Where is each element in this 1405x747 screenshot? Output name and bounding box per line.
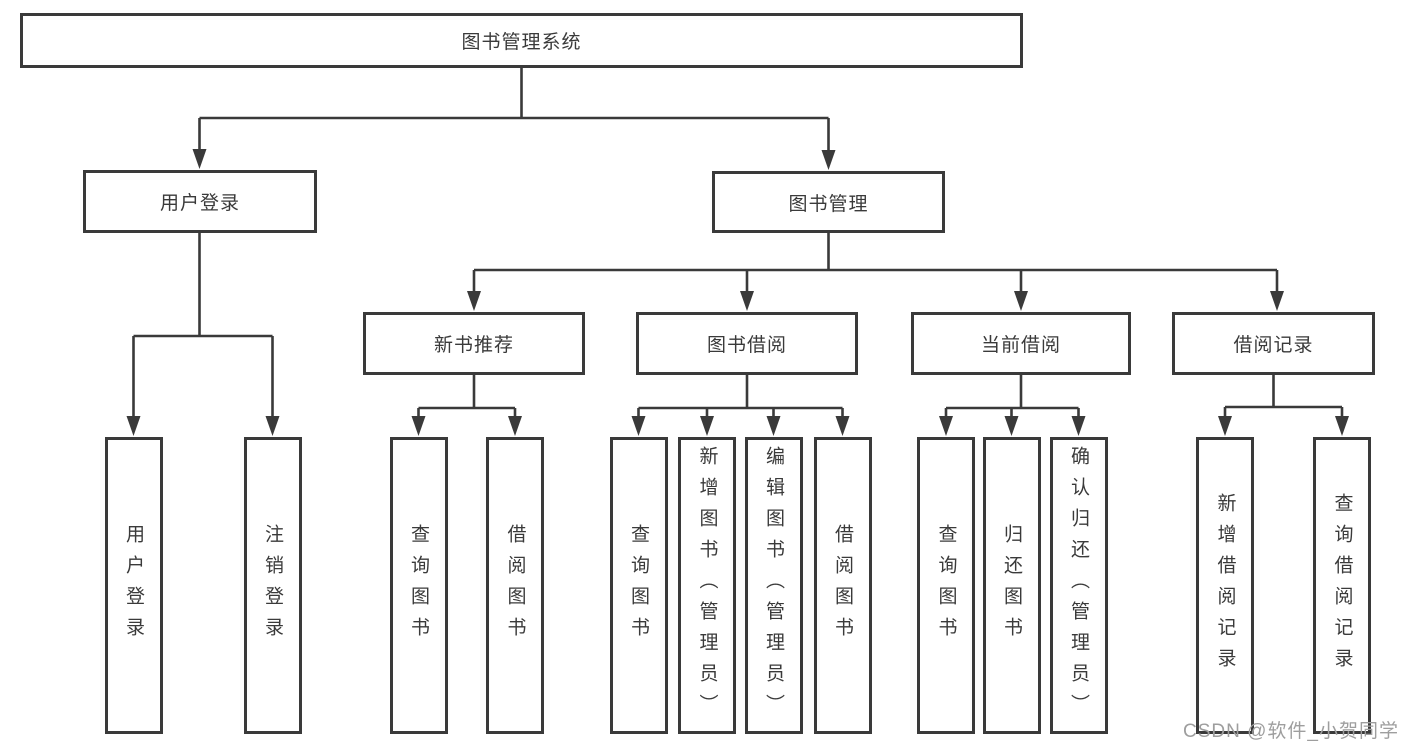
- node-new-book-recommend-label: 新书推荐: [433, 335, 514, 356]
- leaf-current-confirm-return-admin: 确认归还（管理员）: [1049, 437, 1108, 734]
- leaf-borrow-edit-books-admin: 编辑图书（管理员）: [744, 437, 803, 734]
- node-book-borrow: 图书借阅: [636, 312, 858, 375]
- node-book-management-label: 图书管理: [788, 193, 869, 215]
- node-book-borrow-label: 图书借阅: [706, 335, 787, 356]
- leaf-recommend-borrow-books: 借阅图书: [486, 437, 544, 734]
- leaf-current-return-books-label: 归还图书: [1001, 523, 1022, 648]
- leaf-borrow-query-books-label: 查询图书: [628, 523, 649, 648]
- node-library-management-system-label: 图书管理系统: [461, 32, 582, 53]
- connector-paths: [132, 68, 1344, 418]
- leaf-borrow-borrow-books: 借阅图书: [813, 437, 872, 734]
- node-borrow-records: 借阅记录: [1172, 312, 1375, 375]
- leaf-user-login-label: 用户登录: [123, 523, 144, 648]
- leaf-user-login: 用户登录: [104, 437, 163, 734]
- node-new-book-recommend: 新书推荐: [363, 312, 585, 375]
- leaf-borrow-borrow-books-label: 借阅图书: [832, 523, 853, 648]
- node-user-login-label: 用户登录: [159, 193, 240, 214]
- leaf-borrow-edit-books-admin-label: 编辑图书（管理员）: [763, 446, 784, 725]
- node-library-management-system: 图书管理系统: [20, 13, 1023, 68]
- arrowheads: [126, 149, 1349, 436]
- leaf-borrow-query-books: 查询图书: [609, 437, 668, 734]
- csdn-watermark: CSDN @软件_小贺同学: [1183, 721, 1399, 742]
- leaf-current-query-books-label: 查询图书: [935, 523, 957, 648]
- leaf-borrow-add-books-admin: 新增图书（管理员）: [678, 437, 736, 734]
- leaf-current-confirm-return-admin-label: 确认归还（管理员）: [1068, 446, 1089, 725]
- leaf-recommend-query-books-label: 查询图书: [408, 523, 429, 648]
- node-borrow-records-label: 借阅记录: [1233, 335, 1314, 356]
- leaf-recommend-borrow-books-label: 借阅图书: [504, 523, 526, 648]
- leaf-records-add-record: 新增借阅记录: [1196, 437, 1254, 734]
- node-current-borrow-label: 当前借阅: [980, 335, 1061, 356]
- leaf-current-query-books: 查询图书: [917, 437, 975, 734]
- node-user-login: 用户登录: [83, 170, 317, 233]
- leaf-logout: 注销登录: [243, 437, 302, 734]
- leaf-current-return-books: 归还图书: [982, 437, 1041, 734]
- leaf-records-add-record-label: 新增借阅记录: [1214, 492, 1236, 679]
- leaf-recommend-query-books: 查询图书: [389, 437, 448, 734]
- leaf-logout-label: 注销登录: [262, 523, 283, 648]
- leaf-records-query-record-label: 查询借阅记录: [1331, 492, 1353, 679]
- node-book-management: 图书管理: [712, 171, 945, 233]
- node-current-borrow: 当前借阅: [911, 312, 1131, 375]
- leaf-borrow-add-books-admin-label: 新增图书（管理员）: [696, 446, 718, 725]
- leaf-records-query-record: 查询借阅记录: [1313, 437, 1371, 734]
